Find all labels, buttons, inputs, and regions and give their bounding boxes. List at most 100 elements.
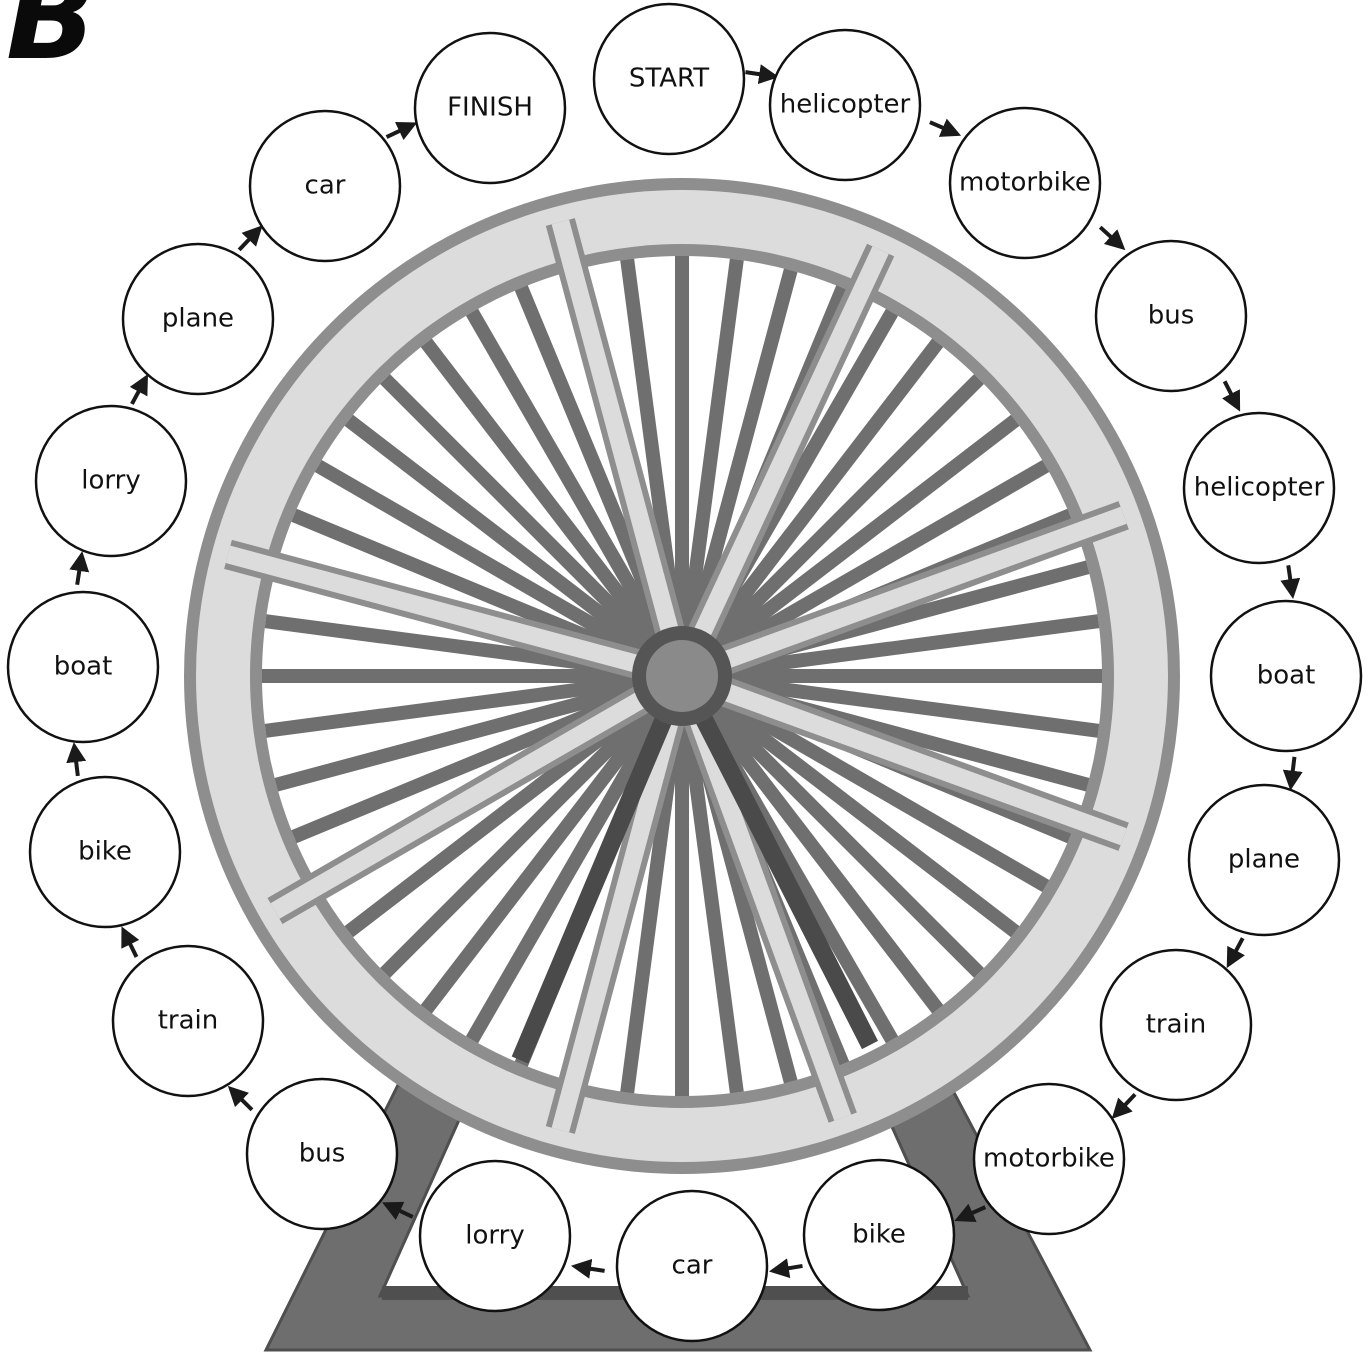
track-space-label: bike: [78, 837, 132, 867]
track-space: motorbike: [948, 106, 1102, 260]
track-space-circle: [248, 109, 402, 263]
arrow-icon: [929, 118, 962, 137]
wheel-spoke: [420, 338, 688, 681]
wheel-spoke: [676, 338, 944, 681]
track-space-label: lorry: [81, 466, 140, 496]
track-space-circle: [418, 1159, 572, 1313]
track-space: lorry: [418, 1159, 572, 1313]
track-space: train: [1099, 948, 1253, 1102]
track-space: car: [615, 1189, 769, 1343]
track-space-circle: [245, 1077, 399, 1231]
track-space-label: boat: [1257, 661, 1316, 691]
track-space: helicopter: [1182, 411, 1336, 565]
track-space-label: plane: [1228, 845, 1300, 875]
track-space-label: helicopter: [1194, 473, 1325, 503]
rear-strut: [673, 671, 879, 1050]
arrow-icon: [66, 742, 87, 777]
track-space-label: motorbike: [959, 168, 1091, 198]
track-space: boat: [1209, 599, 1363, 753]
track-space: car: [248, 109, 402, 263]
wheel-spoke: [274, 669, 684, 792]
wheel-spoke: [344, 414, 687, 682]
track-space-circle: [768, 28, 922, 182]
track-space-label: bus: [1148, 301, 1195, 331]
wheel-beam-highlight: [551, 219, 691, 679]
arrow-icon: [1222, 380, 1241, 412]
wheel-spoke: [677, 670, 1020, 938]
track-space-circle: [802, 1158, 956, 1312]
track-space: FINISH: [413, 31, 567, 185]
wheel-spoke: [420, 671, 688, 1014]
track-space-label: boat: [54, 652, 113, 682]
track-space: lorry: [34, 404, 188, 558]
wheel-spoke: [380, 374, 687, 681]
track-space-circle: [1094, 239, 1248, 393]
arrow-icon: [129, 374, 149, 405]
wheel-spoke: [677, 414, 1020, 682]
arrow-icon: [954, 1203, 987, 1222]
track-space-circle: [28, 775, 182, 929]
arrow-icon: [768, 1258, 803, 1279]
track-space-circle: [1099, 948, 1253, 1102]
wheel-spoke: [314, 459, 686, 683]
track-space-label: bus: [299, 1139, 346, 1169]
wheel-beam-highlight: [673, 246, 889, 680]
track-space: plane: [1187, 783, 1341, 937]
track-space-label: plane: [162, 304, 234, 334]
track-space-circle: [121, 242, 275, 396]
start-label: START: [629, 64, 709, 94]
wheel-spoke: [675, 258, 744, 677]
track-space-label: car: [305, 171, 346, 201]
track-space-circle: [413, 31, 567, 185]
track-space-label: lorry: [465, 1221, 524, 1251]
wheel-spoke: [677, 374, 984, 681]
wheel-beam-highlight: [678, 506, 1127, 685]
track-space-circle: [1182, 411, 1336, 565]
arrow-icon: [1098, 225, 1126, 251]
rear-strut: [511, 672, 691, 1064]
wheel-beam-highlight: [551, 673, 691, 1133]
track-space: bike: [802, 1158, 956, 1312]
track-space: boat: [6, 590, 160, 744]
wheel-spoke: [675, 675, 744, 1094]
track-space-circle: [111, 944, 265, 1098]
arrow-icon: [121, 926, 140, 958]
track-arrows: [66, 64, 1303, 1279]
track-space-circle: [1209, 599, 1363, 753]
track-space-circle: [948, 106, 1102, 260]
track-space: plane: [121, 242, 275, 396]
track-space: bus: [1094, 239, 1248, 393]
track-space-label: helicopter: [780, 90, 911, 120]
track-space: train: [111, 944, 265, 1098]
arrow-icon: [1280, 565, 1301, 599]
arrow-icon: [237, 225, 263, 252]
wheel-spoke: [264, 669, 683, 738]
track-space-circle: [592, 2, 746, 156]
arrow-icon: [69, 551, 90, 586]
track-space: helicopter: [768, 28, 922, 182]
arrow-icon: [227, 1085, 254, 1112]
track-space-label: bike: [852, 1220, 906, 1250]
wheel-beam-highlight: [270, 668, 687, 919]
wheel-spoke: [677, 671, 984, 978]
board-letter: B: [6, 0, 96, 86]
arrow-icon: [1111, 1092, 1137, 1120]
track-space: bus: [245, 1077, 399, 1231]
track-space-circle: [615, 1189, 769, 1343]
arrow-icon: [1282, 756, 1303, 791]
arrow-icon: [745, 64, 780, 85]
track-space: motorbike: [972, 1082, 1126, 1236]
track-circles: START helicopter motorbike bus helicopter boa…: [6, 2, 1363, 1343]
track-space: START: [592, 2, 746, 156]
track-space-circle: [972, 1082, 1126, 1236]
arrow-icon: [385, 121, 418, 141]
ferris-wheel: [184, 178, 1180, 1174]
wheel-spoke: [681, 669, 1100, 738]
wheel-beam-highlight: [678, 667, 1127, 846]
wheel-hub-cap: [646, 640, 718, 712]
track-space-circle: [34, 404, 188, 558]
arrow-icon: [382, 1201, 414, 1220]
track-space-label: motorbike: [983, 1144, 1115, 1174]
track-space-circle: [1187, 783, 1341, 937]
